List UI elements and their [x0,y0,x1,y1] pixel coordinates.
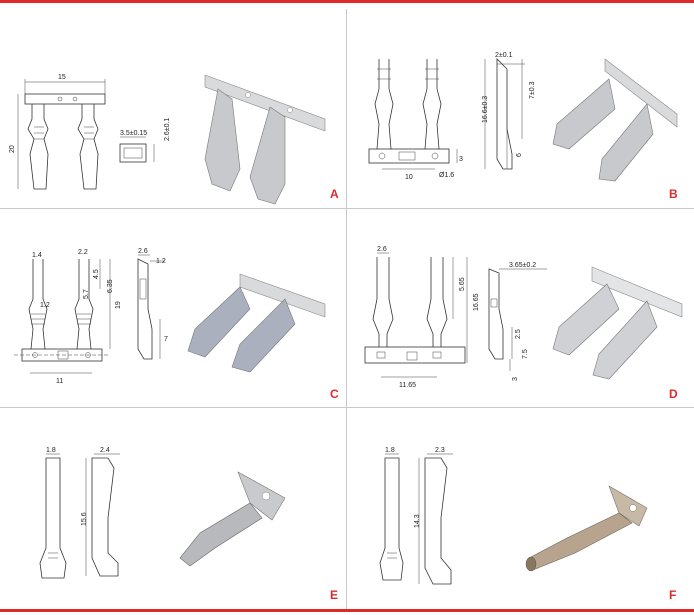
row-divider-1 [0,208,694,209]
dim-d-w1: 2.6 [377,246,387,253]
panel-c: 1.4 2.2 1.2 4.5 5.7 6.35 19 11 2.6 1.2 7 [0,209,346,407]
dim-c-h1: 4.5 [93,269,100,279]
dim-b-hole: Ø1.6 [439,172,454,179]
panel-c-label: C [330,387,339,401]
panel-e-side-view [85,453,120,577]
dim-f-h: 14.3 [414,514,421,528]
top-red-rule [0,0,694,3]
panel-f-drawing: 1.8 2.3 14.3 [379,447,648,585]
dim-c-pitch: 11 [56,378,63,385]
dim-b-overall: 16.6±0.3 [482,96,489,123]
panel-d-side-view [488,268,547,371]
panel-d: 2.6 5.65 16.65 11.65 3.65±0.2 2.5 7.5 3 … [347,209,694,407]
panel-e-drawing: 1.8 2.4 15.6 [39,447,286,579]
panel-c-front-view [14,259,111,374]
row-divider-2 [0,407,694,408]
bottom-red-rule [0,609,694,612]
panel-e-front-view [39,453,67,579]
panel-a-drawing: 15 20 3.5±0.15 2.6±0.1 [9,74,326,205]
panel-d-product-image [552,266,683,380]
dim-b-upper: 7±0.3 [529,81,536,99]
panel-b-front-view [368,59,458,170]
dim-c-h2: 5.7 [83,289,90,299]
dim-c-side-t: 1.2 [156,258,166,265]
dim-d-pitch: 11.65 [399,382,416,389]
dim-e-h: 15.6 [81,512,88,526]
panel-b-drawing: 10 Ø1.6 3 2±0.1 7±0.3 16.6±0.3 6 [368,52,678,182]
dim-d-h2: 16.65 [473,293,480,311]
dim-d-h1: 5.65 [459,277,466,291]
panel-a-label: A [330,187,339,201]
panel-e-label: E [330,588,339,602]
panel-a-section-view [119,136,155,163]
panel-f-product-image [525,485,648,572]
dim-e-w1: 1.8 [46,447,56,454]
dim-c-h4: 19 [115,301,122,309]
panel-b-side-view [484,58,525,170]
panel-f-front-view [379,453,404,581]
dim-b-pitch: 10 [405,174,413,181]
dim-b-lower: 6 [516,153,523,157]
dim-b-carrier: 3 [459,156,463,163]
dim-a-width: 15 [58,74,66,81]
dim-f-w2: 2.3 [435,447,445,454]
vertical-divider [346,9,347,609]
dim-c-w2: 2.2 [78,249,88,256]
panel-d-drawing: 2.6 5.65 16.65 11.65 3.65±0.2 2.5 7.5 3 [364,246,683,389]
panel-c-product-image [187,273,326,373]
dim-d-side-a: 2.5 [515,329,522,339]
dim-f-w1: 1.8 [385,447,395,454]
panel-a-product-image [204,74,326,205]
panel-f-label: F [669,588,677,602]
dim-c-h3: 6.35 [107,279,114,293]
dim-c-side-h: 7 [164,336,168,343]
terminal-catalog-sheet: 15 20 3.5±0.15 2.6±0.1 A [0,3,694,609]
dim-a-section-width: 3.5±0.15 [120,130,147,137]
panel-b-label: B [669,187,678,201]
dim-c-side-w: 2.6 [138,248,148,255]
panel-f: 1.8 2.3 14.3 F [347,408,694,608]
panel-c-drawing: 1.4 2.2 1.2 4.5 5.7 6.35 19 11 2.6 1.2 7 [14,248,326,385]
dim-b-thickness: 2±0.1 [495,52,513,59]
dim-c-w1: 1.4 [32,252,42,259]
dim-e-w2: 2.4 [100,447,110,454]
panel-b: 10 Ø1.6 3 2±0.1 7±0.3 16.6±0.3 6 B [347,9,694,208]
panel-c-side-view [137,254,165,360]
panel-a-front-view [17,79,106,190]
dim-d-side-b: 7.5 [522,349,529,359]
panel-d-label: D [669,387,678,401]
dim-c-w3: 1.2 [40,302,50,309]
panel-d-front-view [364,252,468,378]
panel-f-side-view [418,453,453,585]
dim-d-side-t: 3.65±0.2 [509,262,536,269]
panel-e-product-image [179,471,286,567]
panel-e: 1.8 2.4 15.6 E [0,408,346,608]
dim-a-height: 20 [9,145,16,153]
dim-d-side-c: 3 [512,377,519,381]
panel-a: 15 20 3.5±0.15 2.6±0.1 A [0,9,346,208]
panel-b-product-image [552,58,678,182]
dim-a-section-height: 2.6±0.1 [164,118,171,141]
